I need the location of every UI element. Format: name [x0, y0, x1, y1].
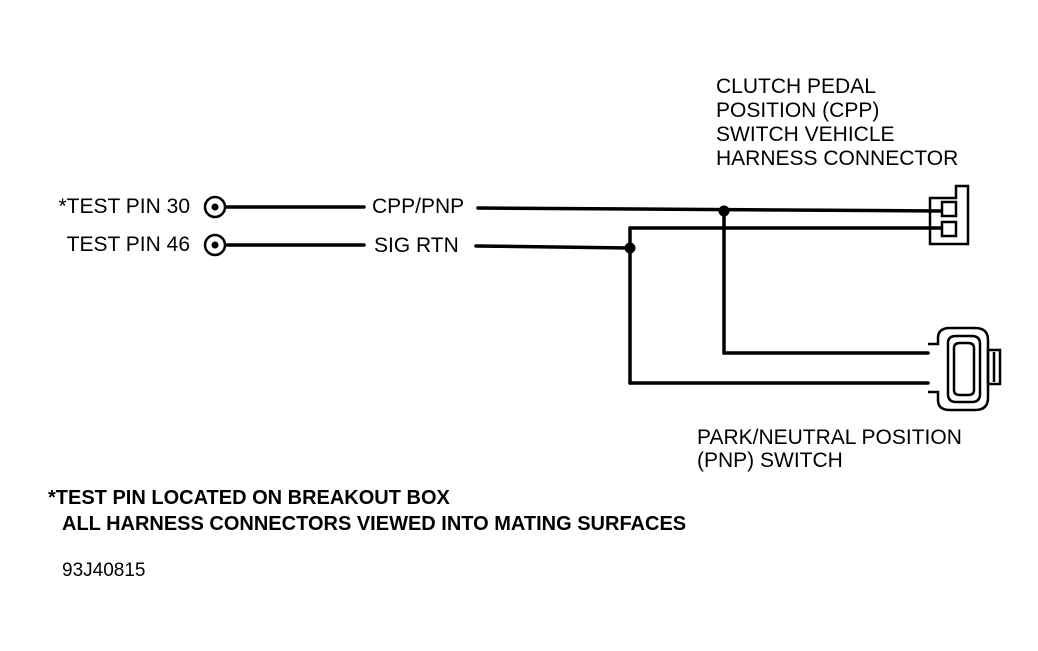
pnp-switch-connector: [928, 326, 1002, 412]
cpp-connector-label-line-4: HARNESS CONNECTOR: [716, 147, 958, 170]
note-harness-connectors: ALL HARNESS CONNECTORS VIEWED INTO MATIN…: [62, 513, 686, 535]
test-pin-30-label: *TEST PIN 30: [59, 195, 191, 218]
cpp-harness-connector: [928, 184, 970, 246]
pnp-switch-label-line-2: (PNP) SWITCH: [697, 449, 843, 472]
cpp-pnp-wire: [224, 205, 942, 355]
cpp-connector-label-line-1: CLUTCH PEDAL: [716, 75, 876, 98]
cpp-connector-label-line-3: SWITCH VEHICLE: [716, 123, 895, 146]
cpp-pnp-wire-label: CPP/PNP: [372, 195, 464, 218]
cpp-connector-label-line-2: POSITION (CPP): [716, 99, 879, 122]
sig-rtn-wire-label: SIG RTN: [374, 234, 459, 257]
test-pin-46-terminal: [203, 233, 227, 257]
test-pin-46-label: TEST PIN 46: [67, 233, 190, 256]
figure-id: 93J40815: [62, 560, 145, 581]
test-pin-30-terminal: [203, 195, 227, 219]
sig-rtn-wire: [224, 226, 942, 385]
note-breakout-box: *TEST PIN LOCATED ON BREAKOUT BOX: [48, 487, 451, 509]
pnp-switch-label-line-1: PARK/NEUTRAL POSITION: [697, 426, 962, 449]
